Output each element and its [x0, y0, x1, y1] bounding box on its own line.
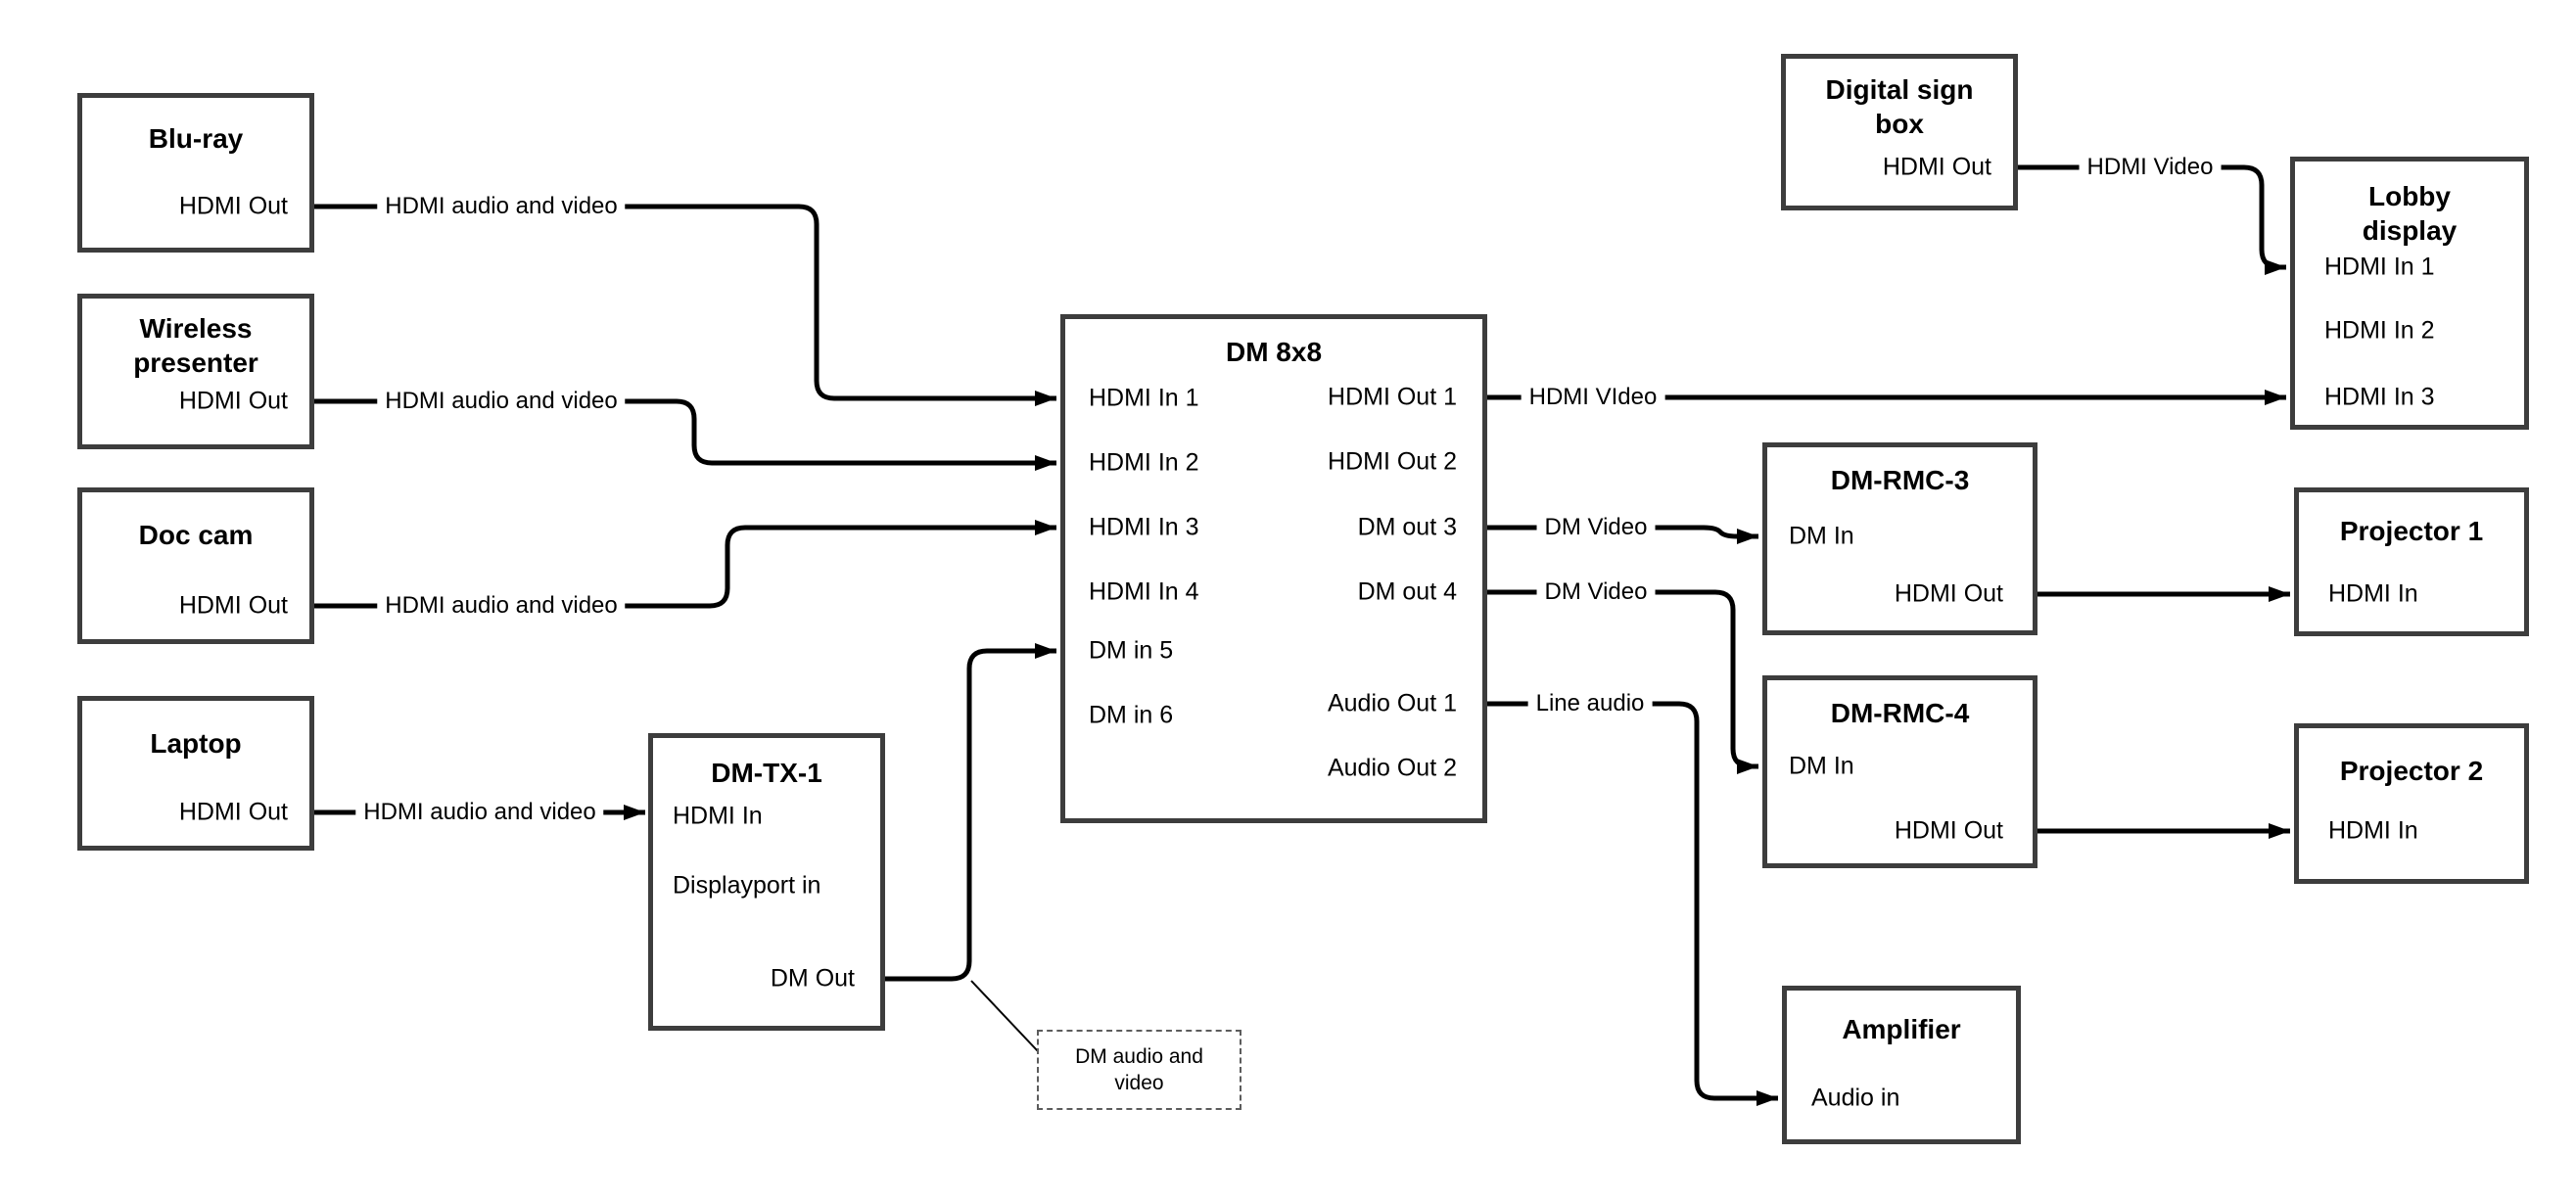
port-dmrmc3-dm_in: DM In [1789, 522, 1854, 550]
node-title-doccam: Doc cam [138, 520, 254, 550]
wire-label-8: DM Video [1536, 578, 1656, 606]
port-dm8x8-hdmi_in_1: HDMI In 1 [1089, 384, 1199, 412]
port-dm8x8-dm_out_4: DM out 4 [1357, 577, 1457, 606]
port-amplifier-audio_in: Audio in [1811, 1084, 1900, 1112]
wire-label-1: HDMI audio and video [377, 388, 626, 415]
port-laptop-hdmi_out: HDMI Out [178, 798, 288, 826]
wire-label-7: DM Video [1536, 514, 1656, 541]
node-title-dmrmc4: DM-RMC-4 [1830, 698, 1970, 728]
node-title-dmrmc3: DM-RMC-3 [1830, 465, 1970, 495]
node-title-proj1: Projector 1 [2339, 516, 2484, 546]
wire-label-0: HDMI audio and video [377, 193, 626, 220]
port-doccam-hdmi_out: HDMI Out [178, 591, 288, 620]
callout-dm-audio-video: DM audio and video [1037, 1030, 1241, 1110]
wire-bluray.hdmi_out-to-dm8x8.hdmi_in_1 [314, 204, 1056, 406]
port-dmtx1-dm_out: DM Out [770, 964, 855, 993]
node-title-bluray: Blu-ray [148, 123, 244, 154]
port-dm8x8-hdmi_out_1: HDMI Out 1 [1328, 383, 1457, 411]
node-proj2: Projector 2 HDMI In [2294, 723, 2529, 884]
port-dmrmc4-hdmi_out: HDMI Out [1894, 816, 2003, 845]
port-dmtx1-hdmi_in: HDMI In [673, 802, 763, 830]
port-wireless-hdmi_out: HDMI Out [178, 387, 288, 415]
node-title-dm8x8: DM 8x8 [1225, 337, 1323, 367]
port-bluray-hdmi_out: HDMI Out [178, 192, 288, 220]
port-dmrmc3-hdmi_out: HDMI Out [1894, 579, 2003, 608]
node-title-wireless: Wireless presenter [133, 313, 258, 378]
node-title-dmtx1: DM-TX-1 [711, 758, 822, 788]
port-lobby-hdmi_in_3: HDMI In 3 [2324, 383, 2435, 411]
node-title-lobby: Lobby display [2362, 181, 2458, 246]
node-title-amplifier: Amplifier [1842, 1014, 1961, 1044]
node-dmrmc4: DM-RMC-4 DM In HDMI Out [1762, 675, 2037, 868]
wire-label-6: HDMI Video [2079, 154, 2222, 181]
wire-label-3: HDMI audio and video [355, 799, 604, 826]
port-dm8x8-audio_out_2: Audio Out 2 [1327, 754, 1457, 782]
wire-label-9: Line audio [1527, 690, 1653, 717]
port-dm8x8-hdmi_out_2: HDMI Out 2 [1328, 447, 1457, 476]
wire-label-5: HDMI VIdeo [1521, 384, 1665, 411]
node-title-proj2: Projector 2 [2339, 756, 2484, 786]
port-signbox-hdmi_out: HDMI Out [1882, 153, 1991, 181]
wire-doccam.hdmi_out-to-dm8x8.hdmi_in_3 [314, 520, 1056, 609]
port-dm8x8-audio_out_1: Audio Out 1 [1327, 689, 1457, 717]
port-dm8x8-dm_in_6: DM in 6 [1089, 701, 1174, 729]
node-dmrmc3: DM-RMC-3 DM In HDMI Out [1762, 442, 2037, 635]
port-proj1-hdmi_in: HDMI In [2328, 579, 2418, 608]
port-dmtx1-dp_in: Displayport in [673, 871, 821, 900]
wire-dm8x8.audio_out_1-to-amplifier.audio_in [1487, 701, 1778, 1106]
wire-dm8x8.dm_out_4-to-dmrmc4.dm_in [1487, 589, 1758, 774]
wire-label-2: HDMI audio and video [377, 592, 626, 620]
port-dm8x8-dm_in_5: DM in 5 [1089, 636, 1174, 665]
node-proj1: Projector 1 HDMI In [2294, 487, 2529, 636]
port-dm8x8-hdmi_in_4: HDMI In 4 [1089, 577, 1199, 606]
port-dm8x8-hdmi_in_3: HDMI In 3 [1089, 513, 1199, 541]
port-proj2-hdmi_in: HDMI In [2328, 816, 2418, 845]
port-lobby-hdmi_in_1: HDMI In 1 [2324, 253, 2435, 281]
wire-dmtx1.dm_out-to-dm8x8.dm_in_5 [885, 643, 1056, 982]
callout-leader-line [970, 980, 1039, 1052]
node-title-signbox: Digital sign box [1825, 74, 1974, 139]
port-dm8x8-hdmi_in_2: HDMI In 2 [1089, 448, 1199, 477]
node-title-laptop: Laptop [150, 728, 242, 759]
port-lobby-hdmi_in_2: HDMI In 2 [2324, 316, 2435, 345]
wire-dm8x8.dm_out_3-to-dmrmc3.dm_in [1487, 525, 1758, 544]
wire-signbox.hdmi_out-to-lobby.hdmi_in_1 [2018, 164, 2286, 275]
port-dmrmc4-dm_in: DM In [1789, 752, 1854, 780]
port-dm8x8-dm_out_3: DM out 3 [1357, 513, 1457, 541]
wire-wireless.hdmi_out-to-dm8x8.hdmi_in_2 [314, 398, 1056, 471]
